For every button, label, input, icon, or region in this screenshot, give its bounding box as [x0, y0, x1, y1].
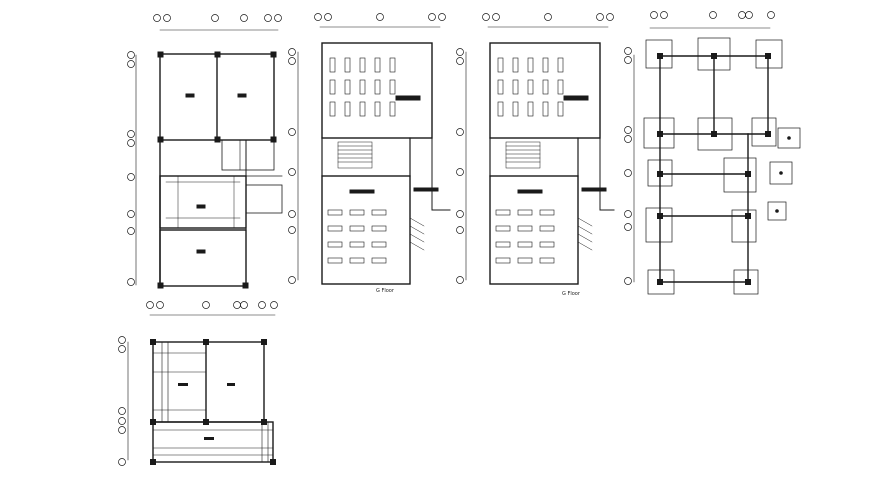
footing-plan-right [624, 11, 801, 295]
plan-label-first: G Floor [376, 288, 395, 294]
classroom-plan-right: G Floor [456, 13, 615, 297]
structural-plan-left [127, 14, 283, 289]
plan-label-second: G Floor [562, 291, 581, 297]
structural-plan-bottom [118, 301, 278, 466]
classroom-plan-centre: G Floor [288, 13, 451, 294]
